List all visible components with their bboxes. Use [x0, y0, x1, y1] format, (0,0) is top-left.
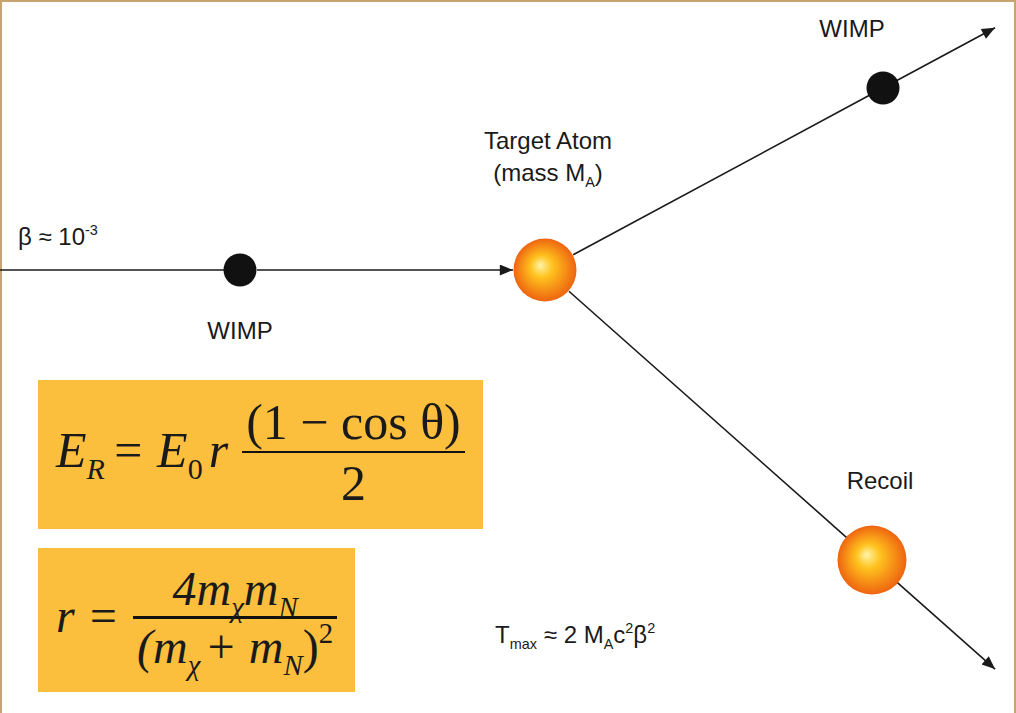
- particle-label: A: [585, 175, 595, 189]
- text-run: (mass MA): [493, 160, 603, 189]
- physics-label: β ≈ 10: [18, 225, 85, 249]
- particle-dot: [866, 71, 900, 105]
- physics-label: 2: [625, 621, 633, 635]
- text-run: (mχ+ mN)2: [137, 620, 333, 678]
- formula-text: = E: [111, 425, 188, 475]
- trajectory-arrow: [257, 269, 513, 271]
- text-run: ER= E0r: [56, 422, 228, 482]
- particle-label: Recoil: [847, 469, 914, 493]
- particle-label: WIMP: [207, 319, 272, 343]
- physics-label: A: [604, 637, 614, 651]
- formula-text: (1 − cos θ): [246, 397, 461, 447]
- text-run: Target Atom: [484, 128, 612, 157]
- formula-text: r: [209, 425, 228, 475]
- formula-text: r =: [56, 592, 119, 640]
- particle-label: (mass M: [493, 161, 585, 185]
- recoil-atom: Recoil: [837, 525, 907, 595]
- formula-text: N: [278, 593, 297, 622]
- physics-label: c: [613, 623, 625, 647]
- atom-sphere: [513, 238, 577, 302]
- formula-text: 4m: [172, 565, 231, 613]
- physics-label: max: [510, 637, 537, 651]
- text-run: Tmax≈ 2 MAc2β2: [495, 622, 655, 651]
- formula-text: ): [303, 623, 319, 671]
- formula-box: ER= E0r (1 − cos θ) 2: [38, 380, 483, 529]
- formula-box: r =4mχmN(mχ+ mN)2: [38, 548, 355, 692]
- particle-dot: [224, 254, 257, 287]
- text-run: WIMP: [207, 318, 272, 347]
- formula-text: R: [87, 454, 105, 484]
- text-run: r =: [56, 589, 119, 647]
- atom-sphere: [837, 525, 907, 595]
- formula-text: 2: [319, 619, 333, 648]
- trajectory-arrow: [569, 291, 995, 669]
- atom-sphere: [514, 239, 577, 302]
- text-run: WIMP: [819, 16, 884, 45]
- text-run: (1 − cos θ): [246, 394, 461, 454]
- text-run: 2: [341, 455, 366, 515]
- atom-sphere: [838, 526, 907, 595]
- formula-text: (m: [137, 623, 188, 671]
- text-run: β ≈ 10-3: [18, 224, 98, 253]
- formula-text: χ: [231, 593, 244, 622]
- formula-text: χ: [188, 651, 201, 680]
- physics-label: 2: [647, 621, 655, 635]
- formula-text: + m: [204, 623, 283, 671]
- wimp-particle: WIMP: [223, 253, 257, 287]
- particle-dot: [223, 253, 257, 287]
- physics-label: β: [633, 623, 647, 647]
- wimp-particle: WIMP: [866, 71, 900, 105]
- trajectory-arrow: [573, 28, 995, 255]
- physics-label: -3: [85, 223, 98, 237]
- text-run: 4mχmN: [172, 562, 297, 620]
- particle-label: WIMP: [819, 17, 884, 41]
- incoming-track: [0, 269, 240, 271]
- formula-text: 2: [341, 458, 366, 508]
- text-run: Recoil: [847, 468, 914, 497]
- target-atom: Target Atom(mass MA): [513, 238, 577, 302]
- fraction-bar: [242, 451, 465, 454]
- formula-text: E: [56, 425, 87, 475]
- physics-label: ≈ 2 M: [544, 623, 604, 647]
- particle-dot: [867, 72, 900, 105]
- particle-label: Target Atom: [484, 129, 612, 153]
- physics-label: T: [495, 623, 510, 647]
- formula-text: m: [244, 565, 279, 613]
- particle-label: ): [595, 161, 603, 185]
- formula-text: N: [283, 651, 302, 680]
- formula-text: 0: [188, 454, 203, 484]
